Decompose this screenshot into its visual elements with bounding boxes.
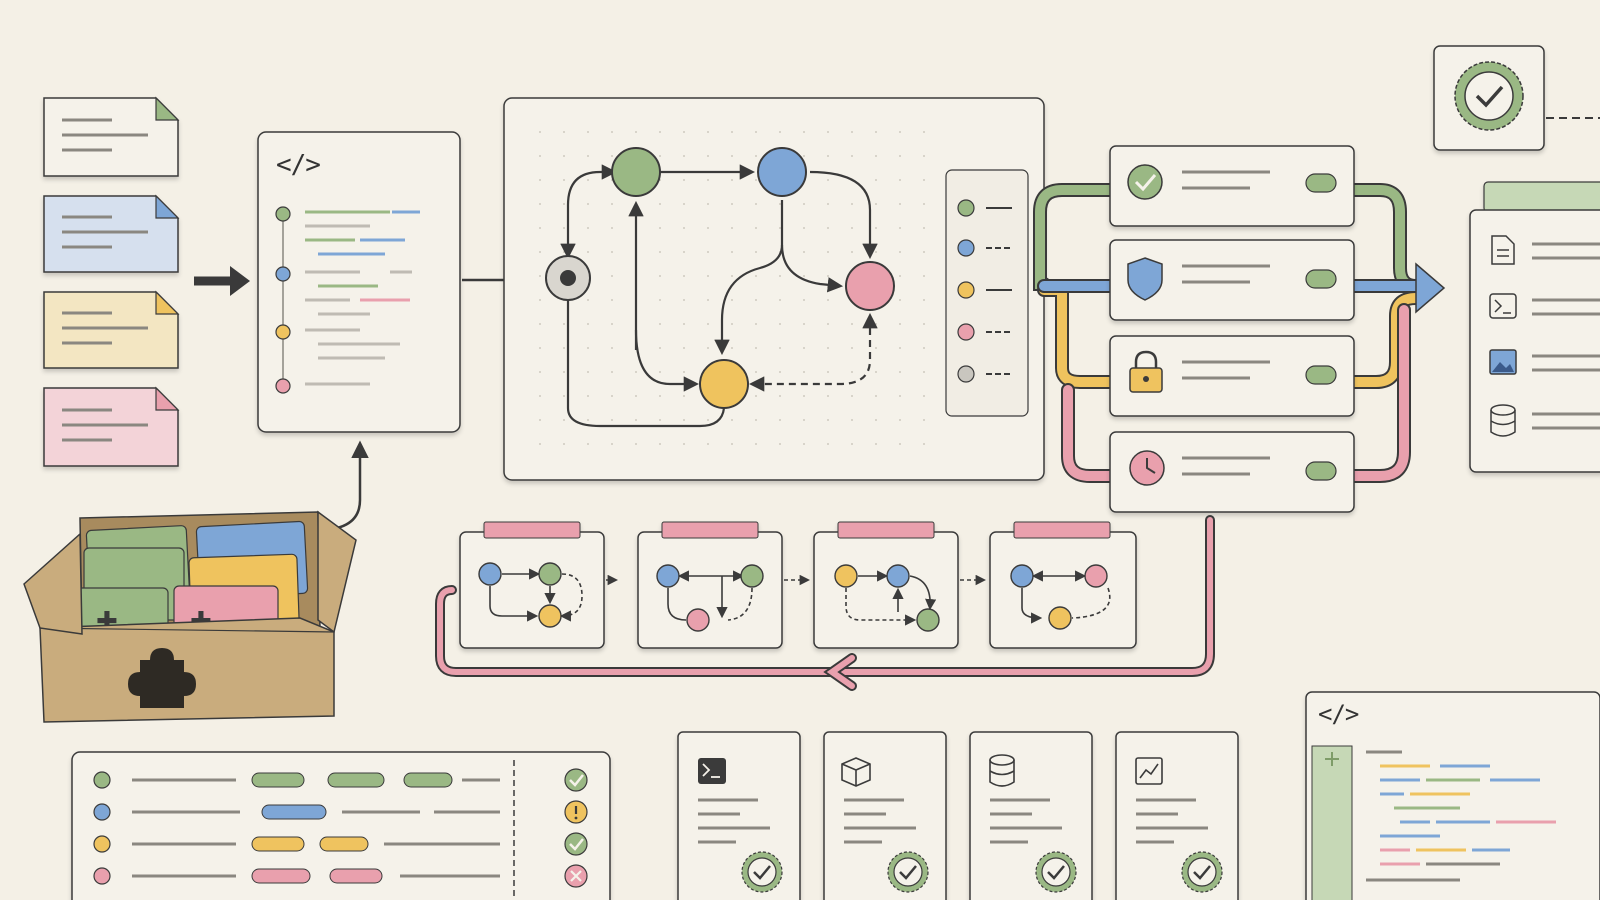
code-editor-panel [1305, 691, 1600, 900]
table-row[interactable] [93, 832, 588, 856]
lane-connectors [1033, 183, 1427, 483]
graph-node-start-core [560, 270, 576, 286]
iteration-card-3 [813, 521, 959, 649]
plugin-box: ✚ ✚ [23, 510, 357, 723]
graph-edges [560, 164, 878, 428]
input-document-3 [43, 290, 180, 369]
check-toggle[interactable] [1305, 173, 1337, 193]
input-document-2 [43, 194, 180, 273]
chart-icon [1135, 757, 1163, 785]
graph-node-blue [757, 147, 807, 197]
puzzle-icon [128, 648, 196, 708]
clock-icon [1129, 450, 1165, 486]
graph-legend [945, 169, 1029, 417]
terminal-icon [698, 758, 726, 784]
check-toggle[interactable] [1305, 269, 1337, 289]
database-icon [989, 754, 1015, 787]
iteration-cards [459, 521, 1137, 649]
code-panel [257, 131, 461, 433]
arrow-to-output [1415, 262, 1446, 314]
graph-node-green [611, 147, 661, 197]
code-icon: </> [276, 150, 321, 180]
tool-card-terminal [677, 731, 801, 900]
check-card-timing [1109, 431, 1355, 513]
arrow-docs-to-code [194, 266, 250, 296]
cube-icon [841, 757, 871, 787]
tool-card-analytics [1115, 731, 1239, 900]
check-toggle[interactable] [1305, 365, 1337, 385]
iteration-card-1 [459, 521, 605, 649]
iteration-card-4 [989, 521, 1137, 649]
feedback-loop [435, 515, 1215, 691]
table-row[interactable] [93, 864, 588, 888]
table-row[interactable] [93, 800, 588, 824]
tool-cards [677, 731, 1239, 900]
input-documents [43, 96, 180, 467]
approved-badge-card [1433, 45, 1545, 151]
code-icon: </> [1318, 700, 1359, 728]
check-cards [1109, 145, 1355, 513]
tool-card-package [823, 731, 947, 900]
input-document-4 [43, 386, 180, 467]
check-card-security [1109, 239, 1355, 321]
database-icon [1490, 404, 1516, 437]
iteration-card-2 [637, 521, 783, 649]
graph-node-yellow [699, 359, 749, 409]
terminal-icon [1489, 293, 1517, 319]
check-card-permissions [1109, 335, 1355, 417]
check-circle-icon [1127, 164, 1163, 200]
output-panel [1469, 181, 1600, 473]
check-icon [564, 768, 588, 792]
lock-icon [1129, 350, 1163, 393]
check-icon [564, 832, 588, 856]
input-document-1 [43, 96, 180, 177]
table-row[interactable] [93, 768, 588, 792]
results-table [71, 751, 611, 900]
graph-node-pink [845, 261, 895, 311]
shield-icon [1127, 257, 1163, 301]
graph-nodes [545, 147, 895, 409]
check-toggle[interactable] [1305, 461, 1337, 481]
tool-card-database [969, 731, 1093, 900]
check-card-validation [1109, 145, 1355, 227]
image-icon [1489, 349, 1517, 375]
document-icon [1491, 235, 1515, 265]
